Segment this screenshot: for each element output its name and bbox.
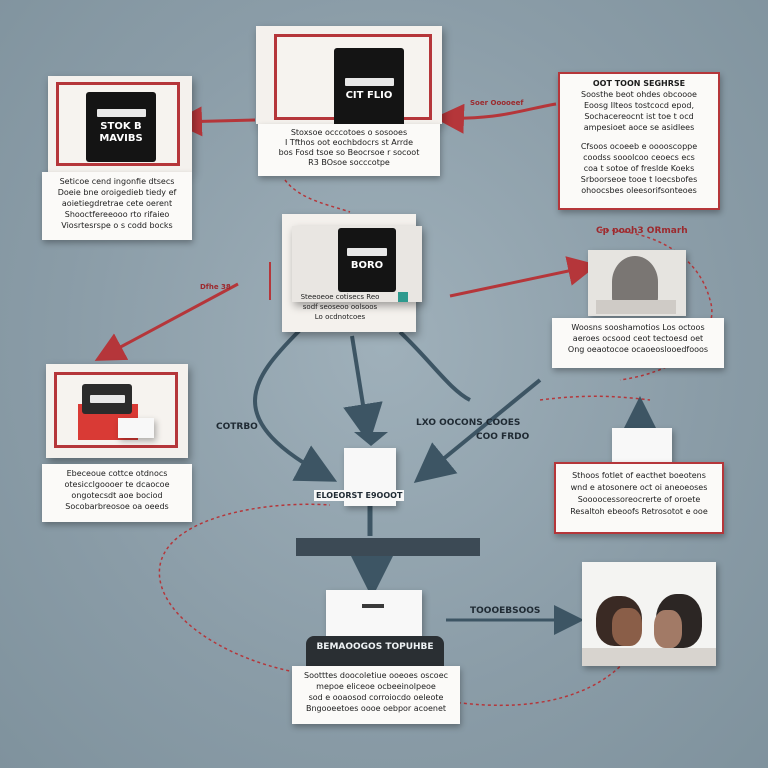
arrow-center-to-junction	[343, 335, 383, 444]
mid-left-label: COTRBO	[216, 422, 258, 432]
bottom-box	[326, 590, 422, 636]
mid-right-label: LXO OOCONS COOES	[416, 418, 521, 428]
junction-funnel	[354, 432, 388, 446]
caption-line: mepoe eliceoe ocbeeinolpeoe	[316, 682, 436, 691]
arrow-center-to-mid-left	[94, 282, 239, 361]
top-left-tile-text: STOK B MAVIBS	[99, 121, 143, 144]
note-line: ampesioet aoce se asidlees	[583, 123, 695, 132]
arrow-center-to-junction-left	[253, 328, 338, 482]
caption-line: Steeoeoe cotisecs Reo	[300, 293, 380, 301]
note-line: Ong oeaotocoe ocaoeoslooedfooos	[567, 345, 709, 354]
top-left-tile: STOK B MAVIBS	[86, 92, 156, 162]
person-right-face	[654, 610, 682, 648]
arrow-top-right-to-top-center	[434, 102, 557, 134]
note-line: coodss sooolcoo ceoecs ecs	[583, 153, 695, 162]
caption-line: Ebeceoue cottce otdnocs	[66, 469, 168, 478]
caption-line: Viosrtesrspe o s codd bocks	[61, 221, 173, 230]
caption-line: Bngooeetoes oooe oebpor acoenet	[305, 704, 447, 713]
note-line: Soooocessoreocrerte of oroete	[577, 495, 701, 504]
top-left-caption: Seticoe cend ingonfie dtsecs Doeie bne o…	[42, 172, 192, 240]
center-caption: Steeoeoe cotisecs Reo sodf seoseoo oolso…	[288, 290, 392, 326]
note-line: Soosthe beot ohdes obcoooe	[581, 90, 697, 99]
caption-line: sodf seoseoo oolsoos	[302, 303, 378, 311]
top-right-tag: Cp pooh3 ORmarh	[596, 226, 688, 236]
mid-left-caption: Ebeceoue cottce otdnocs otesicclgoooer t…	[42, 464, 192, 522]
bottom-box-slot	[362, 604, 384, 608]
red-label-top-left: Soer Ooooeef	[470, 99, 524, 107]
person-left-face	[612, 608, 642, 646]
caption-line: R3 BOsoe socccotpe	[308, 158, 390, 167]
center-status-dot	[398, 292, 408, 302]
top-center-tile-text: CIT FLIO	[345, 90, 393, 101]
right-lower-box	[612, 428, 672, 468]
red-label-mid-left: Dfhe 38	[200, 283, 231, 291]
note-line: Eoosg Ilteos tostcocd epod,	[583, 101, 695, 110]
caption-line: Doeie bne oroigedieb tiedy ef	[57, 188, 177, 197]
caption-line: Sootttes doocoletiue ooeoes oscoec	[303, 671, 449, 680]
caption-line: bos Fosd tsoe so Beocrsoe r socoot	[278, 148, 420, 157]
caption-line: otesicclgoooer te dcaocoe	[64, 480, 170, 489]
mid-right-figure	[612, 256, 658, 308]
note-line: Woosns sooshamotios Los octoos	[571, 323, 705, 332]
note-line: coa t sotoe of freslde Koeks	[583, 164, 695, 173]
caption-line: Stoxsoe occcotoes o sosooes	[290, 128, 408, 137]
arrow-center-to-mid-right	[449, 256, 598, 298]
caption-line: Seticoe cend ingonfie dtsecs	[59, 177, 175, 186]
right-lower-note: Sthoos fotlet of eacthet boeotens wnd e …	[554, 462, 724, 534]
dashed-path-top	[284, 179, 351, 213]
bottom-right-label: TOOOEBSOOS	[470, 606, 541, 616]
dashed-path-mid-right	[539, 395, 651, 401]
people-photo	[582, 562, 716, 666]
caption-line: ongotecsdt aoe bociod	[71, 491, 163, 500]
bottom-pill: BEMAOOGOS TOPUHBE	[306, 636, 444, 666]
top-center-caption: Stoxsoe occcotoes o sosooes I Tfthos oot…	[258, 124, 440, 176]
dashed-path-right	[599, 229, 713, 381]
center-tile: BORO	[338, 228, 396, 292]
note-line: Sthoos fotlet of eacthet boeotens	[572, 471, 706, 480]
tile-slot	[96, 109, 146, 117]
top-right-note: OOT TOON SEGHRSE Soosthe beot ohdes obco…	[558, 72, 720, 210]
note-line: Resaltoh ebeoofs Retrosotot e ooe	[570, 507, 708, 516]
note-line: wnd e atosonere oct oi aneoeoses	[570, 483, 708, 492]
flow-banner	[296, 538, 480, 556]
junction-label: ELOEORST E9OOOT	[314, 490, 405, 501]
caption-line: aoietiegdretrae cete oerent	[61, 199, 173, 208]
arrow-right-to-junction	[413, 378, 542, 484]
note-line: OOT TOON SEGHRSE	[592, 79, 686, 88]
note-line: ohoocsbes oleesorifsonteoes	[581, 186, 697, 195]
person-shoulders	[582, 648, 716, 666]
arrow-center-to-junction-right	[398, 330, 471, 402]
caption-line: Socobarbreosoe oa oeeds	[65, 502, 169, 511]
mid-left-sheet	[118, 418, 154, 438]
mid-right-label-2: COO FRDO	[476, 432, 530, 442]
mid-right-photo	[588, 250, 686, 316]
caption-line: Shooctfereeooo rto rifaieo	[64, 210, 170, 219]
note-line: Cfsoos ocoeeb e ooooscoppe	[580, 142, 698, 151]
tile-slot	[89, 395, 125, 403]
mid-right-note: Woosns sooshamotios Los octoos aeroes oc…	[552, 318, 724, 368]
tile-slot	[344, 78, 394, 86]
caption-line: sod e ooaosod corroiocdo oeleote	[308, 693, 444, 702]
top-center-tile: CIT FLIO	[334, 48, 404, 132]
note-line: aeroes ocsood ceot tectoesd oet	[572, 334, 704, 343]
mid-left-tile	[82, 384, 132, 414]
caption-line: Lo ocdnotcoes	[314, 313, 366, 321]
note-line: Sochacereocnt ist toe t ocd	[584, 112, 694, 121]
bottom-caption: Sootttes doocoletiue ooeoes oscoec mepoe…	[292, 666, 460, 724]
note-line: Srboorseoe tooe t loecsbofes	[580, 175, 698, 184]
center-tile-text: BORO	[350, 260, 384, 271]
mid-right-base	[596, 300, 676, 314]
tile-slot	[346, 248, 388, 256]
caption-line: I Tfthos oot eochbdocrs st Arrde	[284, 138, 414, 147]
